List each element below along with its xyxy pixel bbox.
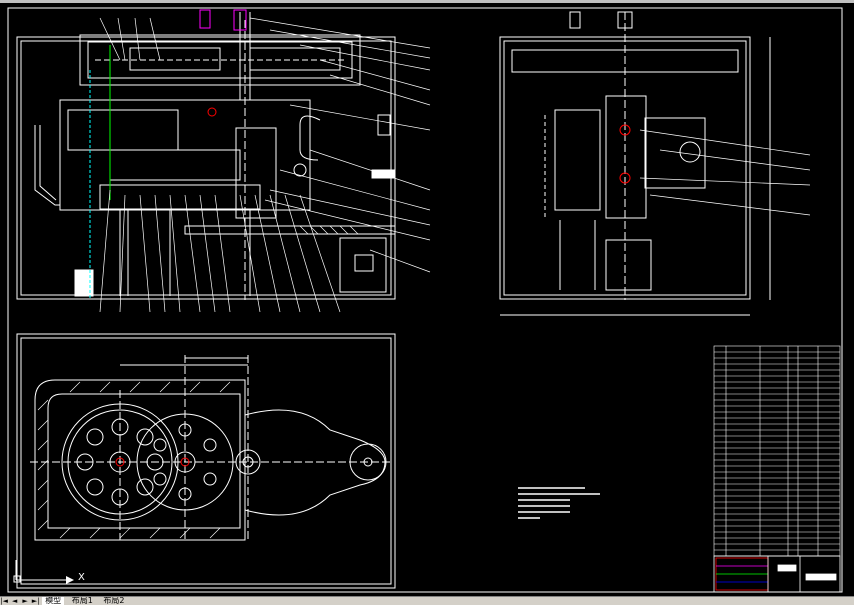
- parts-list: [713, 345, 841, 557]
- upper-gear-housing-inner: [87, 41, 353, 79]
- side-leaders: [639, 129, 811, 216]
- nav-next-icon[interactable]: ►: [22, 597, 28, 605]
- plan-view: [16, 333, 396, 589]
- upper-gear-right: [249, 47, 341, 71]
- plan-base-outline: [34, 379, 246, 541]
- front-leaders-top: [99, 17, 161, 61]
- motor-terminal: [354, 254, 374, 272]
- front-leaders-right: [249, 17, 431, 273]
- plan-red-mark-2: [115, 457, 125, 467]
- base-plate: [184, 225, 396, 235]
- gearbox-vertical-shaft-housing: [235, 127, 277, 219]
- side-top-stub-a: [569, 11, 581, 29]
- side-top-stub-b: [617, 11, 633, 29]
- top-stub-right: [233, 9, 247, 31]
- front-view: [16, 9, 431, 313]
- technical-notes-lines: [518, 487, 600, 519]
- ucs-x-label: X: [78, 572, 85, 583]
- gearbox-gear-a: [67, 109, 179, 151]
- tab-layout2[interactable]: 布局2: [103, 596, 125, 605]
- gearbox-gear-b: [109, 149, 241, 181]
- side-bolt-circle: [679, 141, 701, 163]
- front-hatch: [299, 225, 359, 235]
- upper-gear-left: [129, 47, 221, 71]
- window-top-strip: [0, 0, 854, 3]
- motor: [339, 237, 387, 293]
- front-leaders-bottom: [99, 189, 341, 313]
- gearbox-body: [59, 99, 311, 211]
- plan-red-mark: [180, 457, 190, 467]
- nav-first-icon[interactable]: |◄: [0, 597, 8, 605]
- parts-list-rows: [714, 351, 840, 551]
- front-view-frame: [16, 36, 396, 300]
- layout-tab-bar: |◄ ◄ ► ►| 模型 布局1 布局2: [0, 596, 854, 605]
- upper-gear-housing: [79, 34, 361, 86]
- housing-curve: [299, 115, 321, 161]
- side-body-left: [554, 109, 601, 211]
- side-red-mark-2: [619, 172, 631, 184]
- nav-prev-icon[interactable]: ◄: [11, 597, 18, 605]
- parts-list-frame: [713, 345, 841, 557]
- side-body-center: [605, 95, 647, 219]
- top-stub-left: [199, 9, 211, 29]
- side-view: [499, 11, 811, 316]
- nav-last-icon[interactable]: ►|: [31, 597, 40, 605]
- sheet-border: [7, 7, 843, 593]
- title-block-mark: [777, 564, 797, 572]
- left-bracket-inner: [39, 125, 57, 201]
- tab-model[interactable]: 模型: [42, 597, 65, 605]
- plan-view-frame: [16, 333, 396, 589]
- side-bracket: [644, 117, 706, 189]
- side-motor: [605, 239, 652, 291]
- title-block: [713, 555, 841, 593]
- title-block-frame: [713, 555, 841, 593]
- ucs-axis-icon: [13, 560, 74, 584]
- left-bracket: [34, 125, 60, 206]
- red-bolt: [207, 107, 217, 117]
- title-block-mark-2: [805, 573, 837, 581]
- front-view-inner-frame: [20, 40, 392, 296]
- foot-left: [74, 269, 94, 297]
- plan-view-inner-frame: [20, 337, 392, 585]
- side-lug: [377, 114, 391, 136]
- plan-base-inner: [47, 393, 241, 529]
- side-red-mark: [619, 124, 631, 136]
- tab-layout1[interactable]: 布局1: [71, 596, 93, 605]
- gearbox-gear-row: [99, 184, 261, 210]
- small-circle: [293, 163, 307, 177]
